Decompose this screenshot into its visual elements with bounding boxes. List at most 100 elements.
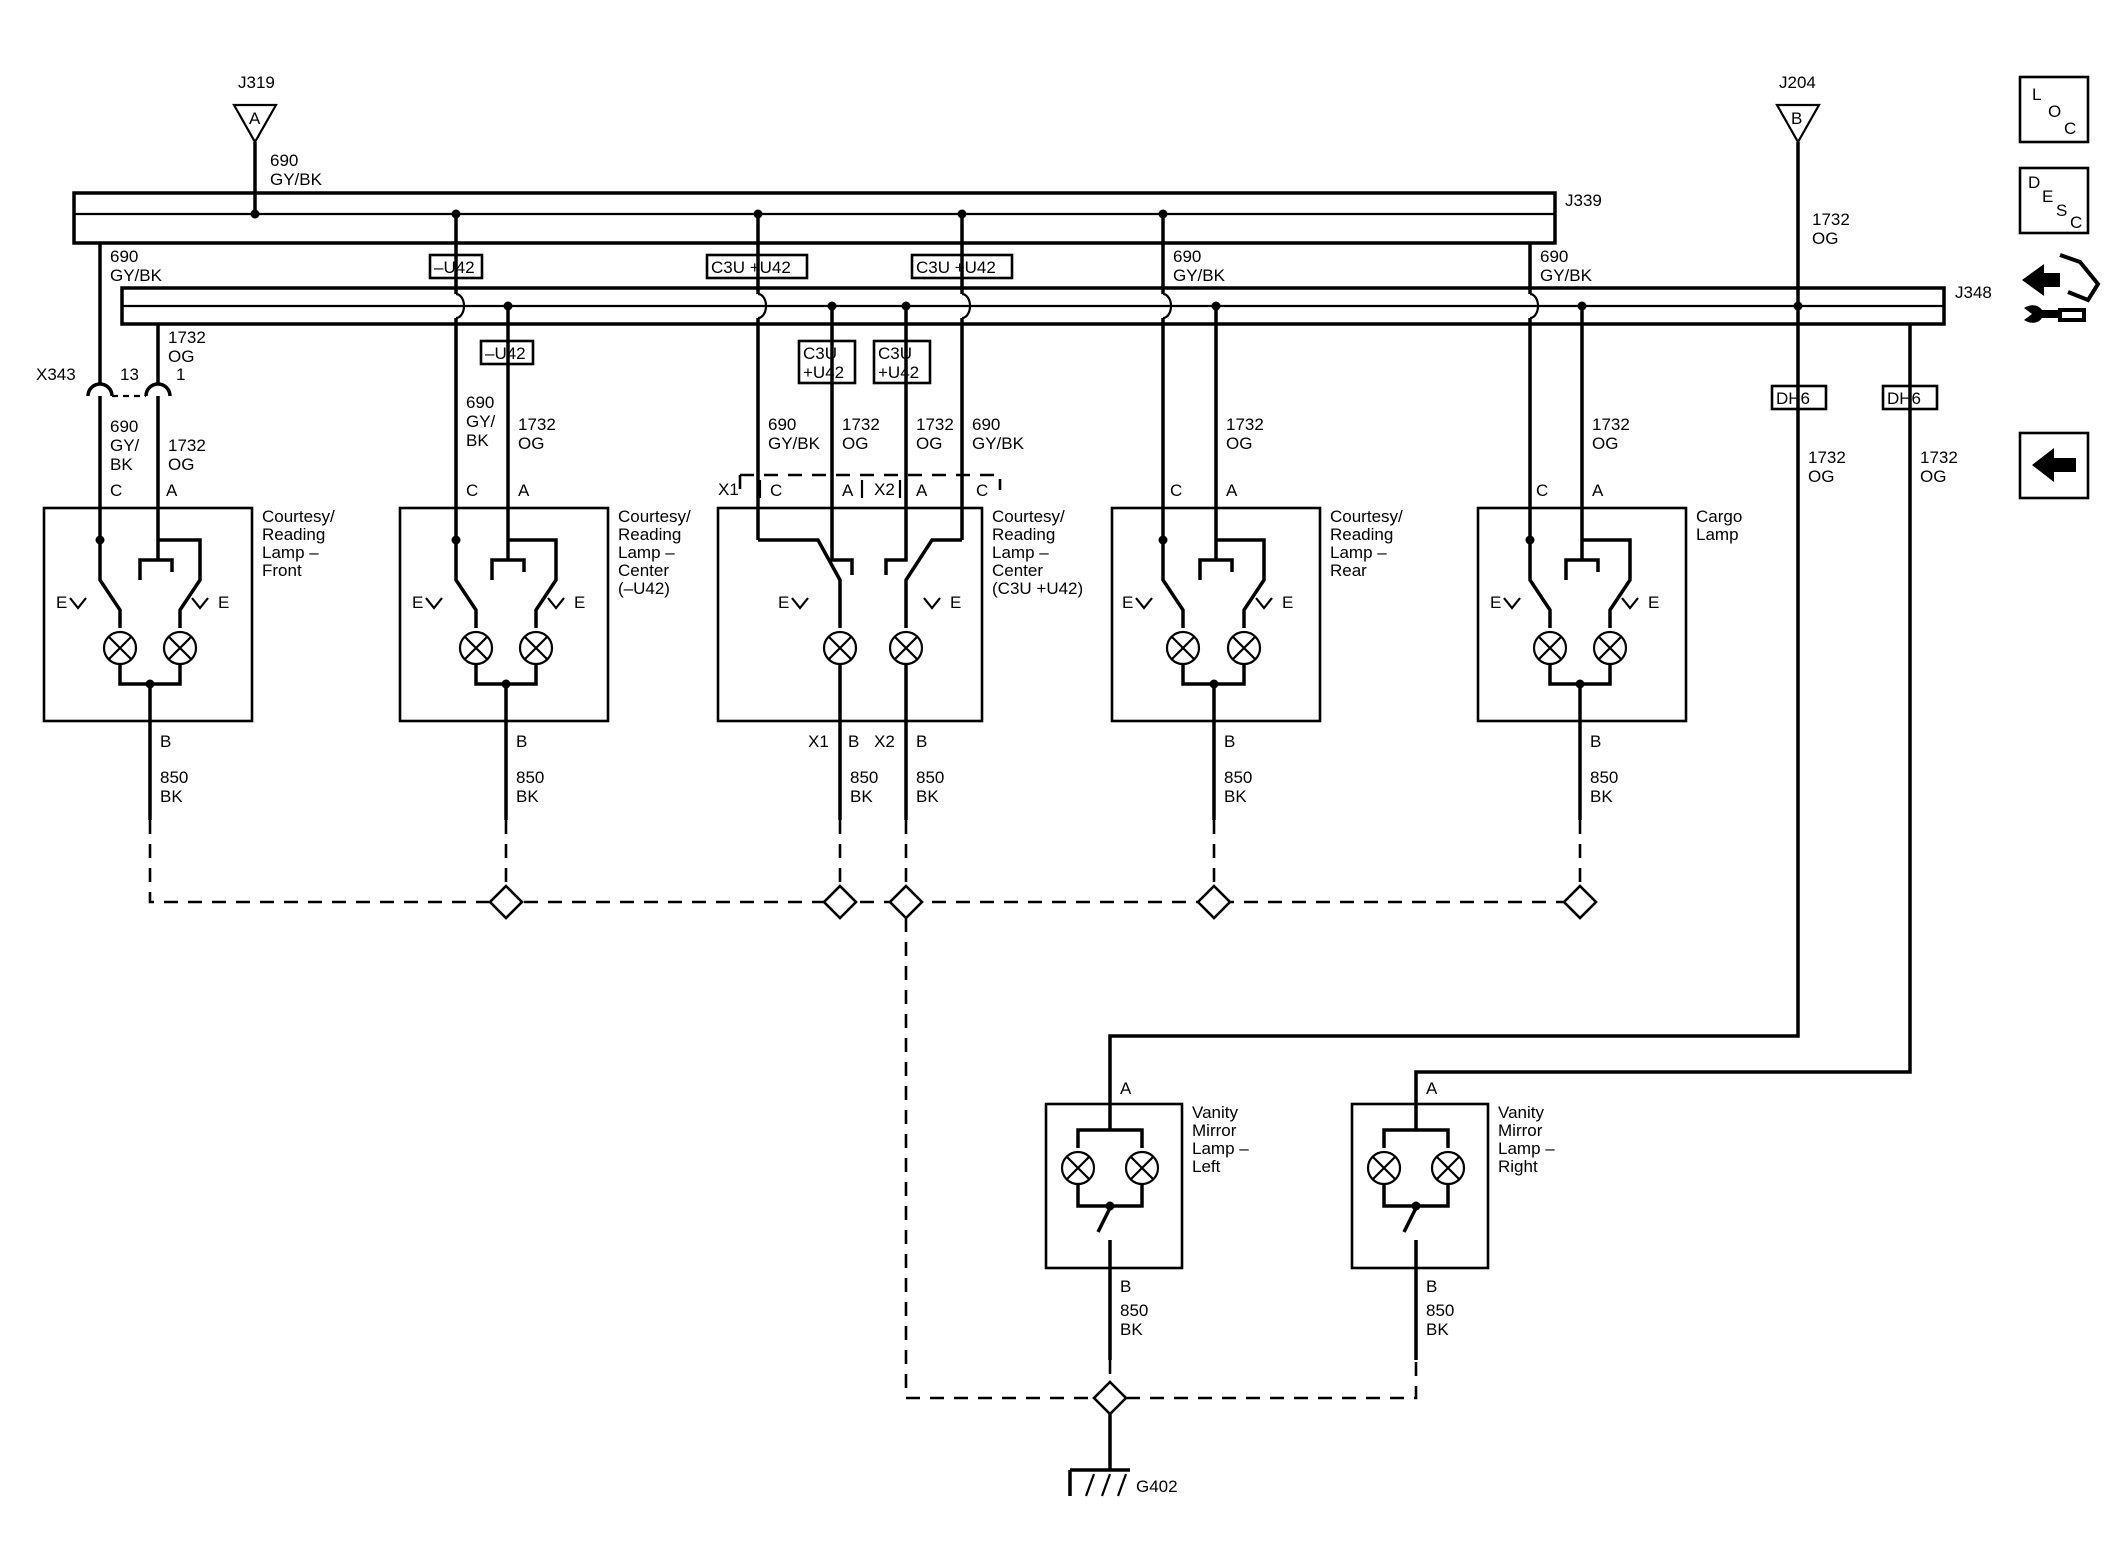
wire-label: 850 (1590, 768, 1618, 787)
svg-text:(–U42): (–U42) (618, 579, 670, 598)
svg-text:Lamp –: Lamp – (1330, 543, 1387, 562)
j204-pin: B (1791, 109, 1802, 128)
svg-text:Front: Front (262, 561, 302, 580)
wire-label: GY/ (466, 412, 496, 431)
j319-triangle-icon (232, 103, 278, 145)
wire-label: BK (1224, 787, 1247, 806)
wire-label: 690 (972, 415, 1000, 434)
desc-button[interactable]: D E S C (2018, 166, 2090, 235)
wire-label: BK (466, 431, 489, 450)
pin-b: B (1590, 732, 1601, 751)
svg-text:Lamp: Lamp (1696, 525, 1739, 544)
svg-text:C3U +U42: C3U +U42 (711, 258, 791, 277)
svg-text:L: L (2032, 85, 2041, 104)
cargo-lamp: E E (1476, 506, 1688, 723)
wire-label: 690 (110, 417, 138, 436)
pin-b: B (1224, 732, 1235, 751)
back-arrow-button[interactable] (2018, 431, 2090, 500)
option-c3u-u42-a: C3U +U42 (705, 253, 809, 280)
wire-label: GY/BK (270, 170, 323, 189)
j319-pin: A (249, 109, 261, 128)
pin-b: B (848, 732, 859, 751)
option-c3u-plus-u42-b: C3U +U42 (872, 339, 932, 385)
vanity-mirror-lamp-right (1350, 1102, 1490, 1270)
svg-text:Lamp –: Lamp – (618, 543, 675, 562)
switch-symbol: E (56, 593, 67, 612)
wire-label: OG (168, 455, 194, 474)
splice-j204: J204 B (1775, 73, 1821, 145)
pin-b: B (1426, 1277, 1437, 1296)
switch-symbol: E (1490, 593, 1501, 612)
wire-label: OG (1592, 434, 1618, 453)
component-label-rear: Courtesy/ Reading Lamp – Rear (1330, 507, 1403, 580)
component-label-cargo: Cargo Lamp (1696, 507, 1742, 544)
j339-label: J339 (1565, 191, 1602, 210)
component-label-vanity-left: Vanity Mirror Lamp – Left (1192, 1103, 1249, 1176)
wire-label: OG (1226, 434, 1252, 453)
bus-j339: J339 (72, 191, 1602, 245)
svg-text:E: E (2042, 187, 2053, 206)
pin-a: A (842, 481, 854, 500)
wire-label: 690 (1173, 247, 1201, 266)
splice-j319: J319 A (232, 73, 278, 145)
wire-label: BK (160, 787, 183, 806)
switch-symbol: E (1282, 593, 1293, 612)
option-c3u-u42-b: C3U +U42 (910, 253, 1014, 280)
wire-label: OG (916, 434, 942, 453)
switch-symbol: E (574, 593, 585, 612)
svg-text:(C3U +U42): (C3U +U42) (992, 579, 1083, 598)
component-label-center-u42: Courtesy/ Reading Lamp – Center (–U42) (618, 507, 691, 598)
component-label-center-c3u: Courtesy/ Reading Lamp – Center (C3U +U4… (992, 507, 1083, 598)
pin-c: C (110, 481, 122, 500)
switch-symbol: E (218, 593, 229, 612)
svg-text:Mirror: Mirror (1192, 1121, 1237, 1140)
wire-label: BK (516, 787, 539, 806)
pin-b: B (916, 732, 927, 751)
wire-label: 850 (1120, 1301, 1148, 1320)
wire-label: BK (1120, 1320, 1143, 1339)
svg-text:Vanity: Vanity (1498, 1103, 1544, 1122)
svg-text:C: C (2070, 213, 2082, 232)
option-c3u-plus-u42-a: C3U +U42 (797, 339, 857, 385)
wire-label: 850 (916, 768, 944, 787)
wire-label: OG (842, 434, 868, 453)
pin-a: A (1426, 1079, 1438, 1098)
wire-label: 850 (1426, 1301, 1454, 1320)
connector-pin: 1 (176, 365, 185, 384)
svg-text:–U42: –U42 (485, 344, 526, 363)
switch-symbol: E (1122, 593, 1133, 612)
component-label-front: Courtesy/ Reading Lamp – Front (262, 507, 335, 580)
pin-c: C (1536, 481, 1548, 500)
connector-pin: 13 (120, 365, 139, 384)
svg-text:C3U: C3U (878, 344, 912, 363)
svg-text:Rear: Rear (1330, 561, 1367, 580)
svg-text:D: D (2028, 173, 2040, 192)
wire-label: 1732 (518, 415, 556, 434)
svg-text:S: S (2056, 201, 2067, 220)
wire-label: 1732 (1808, 448, 1846, 467)
wire-label: OG (168, 347, 194, 366)
svg-text:Left: Left (1192, 1157, 1221, 1176)
connector-wrench-icon[interactable] (2022, 253, 2101, 323)
wire-label: 1732 (168, 328, 206, 347)
pin-b: B (516, 732, 527, 751)
component-label-vanity-right: Vanity Mirror Lamp – Right (1498, 1103, 1555, 1176)
pin-x2: X2 (874, 480, 895, 499)
option-minus-u42-og: –U42 (479, 339, 535, 366)
svg-text:Courtesy/: Courtesy/ (262, 507, 335, 526)
wire-label: GY/ (110, 436, 140, 455)
j348-label: J348 (1955, 283, 1992, 302)
svg-text:+U42: +U42 (803, 363, 844, 382)
pin-c: C (976, 481, 988, 500)
svg-text:Lamp –: Lamp – (1498, 1139, 1555, 1158)
svg-text:Courtesy/: Courtesy/ (618, 507, 691, 526)
switch-symbol: E (950, 593, 961, 612)
wire-label: 1732 (1812, 210, 1850, 229)
wire-label: OG (1812, 229, 1838, 248)
loc-button[interactable]: L O C (2018, 75, 2090, 144)
courtesy-lamp-rear: E E (1110, 506, 1322, 723)
wire-label: BK (1590, 787, 1613, 806)
courtesy-lamp-front: E E (42, 506, 254, 723)
j319-label: J319 (238, 73, 275, 92)
pin-a: A (916, 481, 928, 500)
